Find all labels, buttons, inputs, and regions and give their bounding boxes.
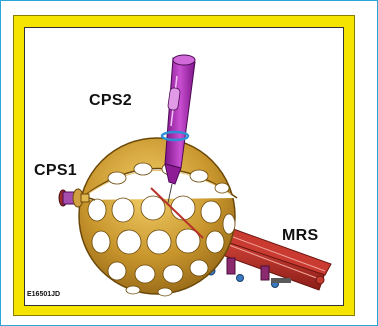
- technical-illustration: CPS2 CPS1 MRS E16501JD: [24, 27, 344, 306]
- cps2-label: CPS2: [89, 92, 132, 110]
- cps1-label: CPS1: [34, 162, 77, 180]
- figure-border: CPS2 CPS1 MRS E16501JD: [13, 15, 355, 316]
- figure-id: E16501JD: [27, 291, 60, 298]
- mrs-label: MRS: [282, 227, 318, 245]
